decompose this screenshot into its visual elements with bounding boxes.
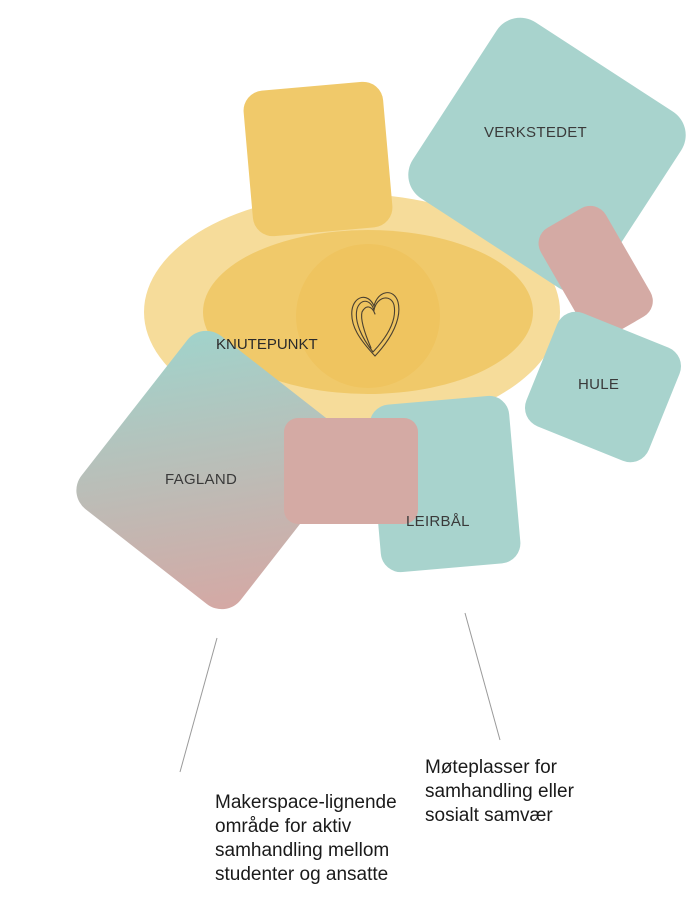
verkstedet-label: VERKSTEDET: [484, 124, 587, 141]
note-right-line: samhandling eller: [425, 781, 574, 802]
verkstedet-tile: [408, 17, 686, 293]
yellow-tile: [243, 81, 393, 237]
note-left-line: samhandling mellom: [215, 840, 390, 861]
fagland-label: FAGLAND: [165, 471, 237, 488]
rose-tab-bottom: [284, 418, 418, 524]
rose-tab-top: [538, 205, 653, 339]
hule-label: HULE: [578, 376, 619, 393]
leader-line-right: [464, 612, 501, 741]
leader-line-left: [179, 637, 218, 773]
note-left-line: studenter og ansatte: [215, 864, 389, 885]
fagland-tile: [76, 330, 352, 610]
leirbal-label: LEIRBÅL: [406, 513, 470, 530]
note-right-line: Møteplasser for: [425, 757, 557, 778]
note-left: Makerspace-lignende område for aktiv sam…: [215, 791, 397, 887]
knutepunkt-label: KNUTEPUNKT: [216, 336, 318, 353]
note-left-line: område for aktiv: [215, 816, 352, 837]
hule-tile: [524, 311, 682, 463]
note-left-line: Makerspace-lignende: [215, 792, 397, 813]
note-right: Møteplasser for samhandling eller sosial…: [425, 756, 574, 828]
note-right-line: sosialt samvær: [425, 805, 553, 826]
core-circle: [296, 244, 440, 388]
heart-icon: [351, 292, 400, 357]
